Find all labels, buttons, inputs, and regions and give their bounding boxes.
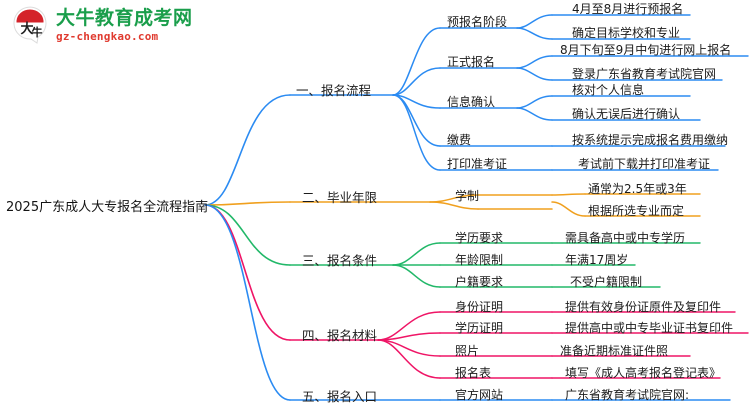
branch-node-2[interactable]: 二、毕业年限 [302,190,378,205]
sub-node-1-5[interactable]: 打印准考证 [447,157,508,171]
sub-node-3-1[interactable]: 学历要求 [455,231,504,245]
mindmap-root-node[interactable]: 2025广东成人大专报名全流程指南 [6,200,209,215]
sub-node-3-2[interactable]: 年龄限制 [455,253,504,267]
leaf-node-4-4-1[interactable]: 填写《成人高考报名登记表》 [565,366,722,380]
leaf-node-1-2-1[interactable]: 8月下旬至9月中旬进行网上报名 [560,43,732,57]
leaf-node-3-3-1[interactable]: 不受户籍限制 [570,275,643,289]
svg-text:大: 大 [20,21,33,37]
leaf-node-1-5-1[interactable]: 考试前下载并打印准考证 [578,157,711,171]
sub-node-1-1[interactable]: 预报名阶段 [447,15,508,29]
leaf-node-3-1-1[interactable]: 需具备高中或中专学历 [565,231,686,245]
sub-node-2-1[interactable]: 学制 [455,189,480,203]
branch-node-4[interactable]: 四、报名材料 [302,328,378,343]
leaf-node-1-3-1[interactable]: 核对个人信息 [572,83,645,97]
sub-node-5-1[interactable]: 官方网站 [455,388,504,402]
leaf-node-2-1-2[interactable]: 根据所选专业而定 [588,204,685,218]
leaf-node-3-2-1[interactable]: 年满17周岁 [565,253,629,267]
sub-node-4-4[interactable]: 报名表 [455,366,492,380]
leaf-node-4-1-1[interactable]: 提供有效身份证原件及复印件 [565,300,722,314]
leaf-node-1-4-1[interactable]: 按系统提示完成报名费用缴纳 [572,133,729,147]
branch-node-1[interactable]: 一、报名流程 [296,83,372,98]
leaf-node-1-3-2[interactable]: 确认无误后进行确认 [572,107,681,121]
daniu-bull-logo-icon: 大 牛 [10,6,50,44]
leaf-node-2-1-1[interactable]: 通常为2.5年或3年 [588,182,687,196]
branch-node-5[interactable]: 五、报名入口 [302,389,378,404]
sub-node-4-1[interactable]: 身份证明 [455,300,504,314]
leaf-node-1-2-2[interactable]: 登录广东省教育考试院官网 [572,67,717,81]
site-logo: 大 牛 大牛教育成考网 gz-chengkao.com [10,6,193,44]
sub-node-4-3[interactable]: 照片 [455,344,480,358]
sub-node-1-3[interactable]: 信息确认 [447,95,496,109]
sub-node-4-2[interactable]: 学历证明 [455,321,504,335]
logo-title: 大牛教育成考网 [56,6,193,29]
sub-node-1-4[interactable]: 缴费 [447,133,472,147]
leaf-node-1-1-1[interactable]: 4月至8月进行预报名 [572,2,684,16]
sub-node-3-3[interactable]: 户籍要求 [455,275,504,289]
leaf-node-5-1-1[interactable]: 广东省教育考试院官网: [565,388,690,402]
leaf-node-1-1-2[interactable]: 确定目标学校和专业 [572,26,681,40]
branch-node-3[interactable]: 三、报名条件 [302,253,378,268]
svg-text:牛: 牛 [32,25,43,39]
sub-node-1-2[interactable]: 正式报名 [447,55,496,69]
logo-text-block: 大牛教育成考网 gz-chengkao.com [56,6,193,43]
logo-domain: gz-chengkao.com [56,29,159,43]
leaf-node-4-2-1[interactable]: 提供高中或中专毕业证书复印件 [565,321,734,335]
leaf-node-4-3-1[interactable]: 准备近期标准证件照 [560,344,669,358]
